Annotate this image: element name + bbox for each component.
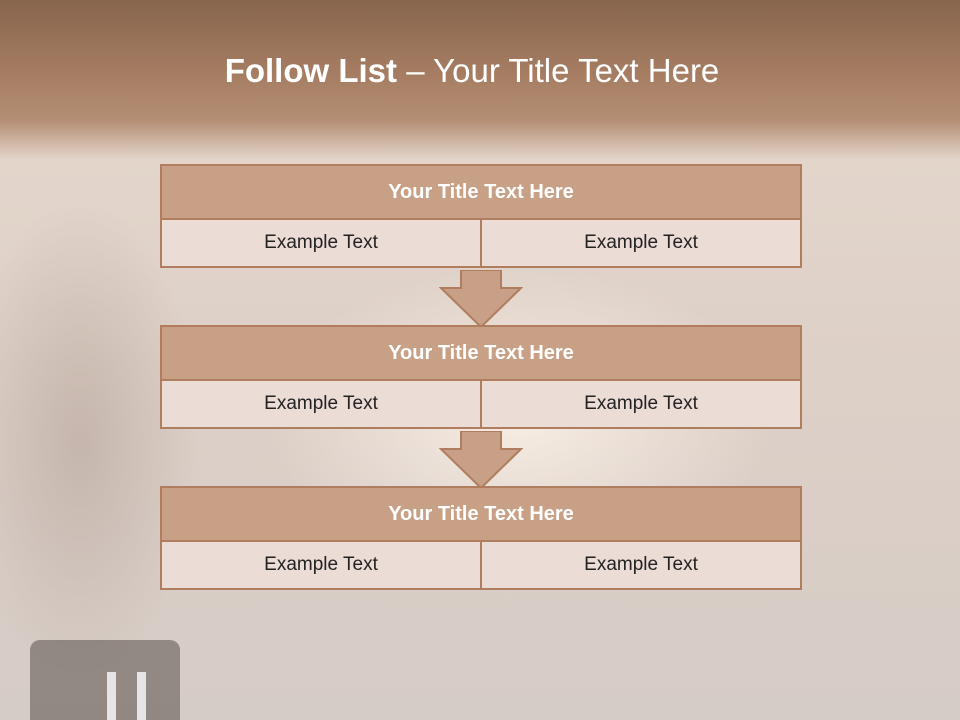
box-row: Example Text Example Text xyxy=(160,381,802,429)
list-item-box: Your Title Text Here Example Text Exampl… xyxy=(160,164,802,268)
down-arrow-icon xyxy=(439,270,523,328)
box-cell-right: Example Text xyxy=(481,381,802,429)
box-cell-left: Example Text xyxy=(160,381,481,429)
athlete-shorts xyxy=(30,640,180,720)
down-arrow-icon xyxy=(439,431,523,489)
box-title: Your Title Text Here xyxy=(160,164,802,220)
list-item-box: Your Title Text Here Example Text Exampl… xyxy=(160,325,802,429)
box-title: Your Title Text Here xyxy=(160,325,802,381)
box-row: Example Text Example Text xyxy=(160,542,802,590)
shorts-stripe xyxy=(137,672,146,720)
box-cell-left: Example Text xyxy=(160,542,481,590)
box-cell-right: Example Text xyxy=(481,220,802,268)
box-cell-right: Example Text xyxy=(481,542,802,590)
box-title: Your Title Text Here xyxy=(160,486,802,542)
slide-title: Follow List – Your Title Text Here xyxy=(0,52,944,90)
box-cell-left: Example Text xyxy=(160,220,481,268)
slide-title-bold: Follow List xyxy=(224,52,398,89)
box-row: Example Text Example Text xyxy=(160,220,802,268)
shorts-stripe xyxy=(107,672,116,720)
title-banner xyxy=(0,0,960,160)
slide-title-rest: – Your Title Text Here xyxy=(397,52,720,89)
list-item-box: Your Title Text Here Example Text Exampl… xyxy=(160,486,802,590)
